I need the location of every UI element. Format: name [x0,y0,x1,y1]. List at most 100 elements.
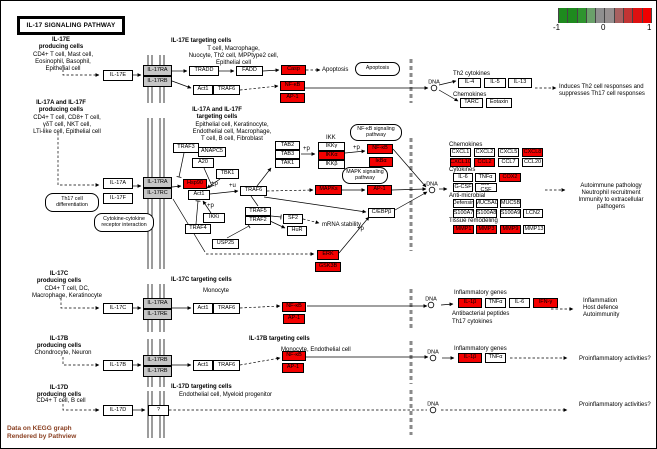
node-traf6[interactable]: TRAF6 [240,186,267,196]
node-g-csf[interactable]: G-CSF [453,183,473,192]
node-cox2[interactable]: COX2 [499,173,521,182]
node-il-17re[interactable]: IL-17RE [143,309,172,320]
node-th17-cell-differentiation[interactable]: Th17 cell differentiation [45,193,99,212]
node-il-17rc[interactable]: IL-17RC [143,188,172,199]
node-usp25[interactable]: USP25 [212,239,239,249]
node-il-17c[interactable]: IL-17C [103,303,133,314]
node-defensin[interactable]: Defensin [453,199,474,208]
pathway-title: IL-17 SIGNALING PATHWAY [19,18,123,33]
node-il-17d[interactable]: IL-17D [103,405,133,416]
node-il-17ra[interactable]: IL-17RA [143,298,172,309]
node-il-17rb[interactable]: IL-17RB [143,76,172,87]
node-il-1[interactable]: IL-1β [458,298,482,308]
node-nf-b-signaling-pathway[interactable]: NF-κB signaling pathway [350,124,402,141]
node-tnf[interactable]: TNFα [485,298,506,308]
node-il-1[interactable]: IL-1β [458,353,482,363]
node-cxcl5[interactable]: CXCL5 [498,148,519,157]
node-traf6[interactable]: TRAF6 [213,85,240,95]
node-ap-1[interactable]: AP-1 [283,314,305,324]
node-il-17rb[interactable]: IL-17RB [143,366,172,377]
node-gsk3b[interactable]: GSK3B [315,262,341,272]
node-ccl2[interactable]: CCL2 [474,158,495,167]
node-s100a7[interactable]: S100A7 [453,209,474,218]
node-ap-1[interactable]: AP-1 [282,363,304,373]
node-tarc[interactable]: TARC [460,98,483,108]
node-cxcl8[interactable]: CXCL8 [522,148,543,157]
node-cytokine-cytokine-receptor-interaction[interactable]: Cytokine-cytokine receptor interaction [94,213,154,232]
node-s100a9[interactable]: S100A9 [500,209,521,218]
node-mapk-signaling-pathway[interactable]: MAPK signaling pathway [342,167,388,184]
node-tak1[interactable]: TAK1 [275,159,300,168]
node-traf4[interactable]: TRAF4 [185,224,211,234]
node-ikki[interactable]: IKKi [203,213,225,223]
node-nf-b[interactable]: NF-κB [367,144,393,154]
legend-segment [642,8,652,23]
node-traf6[interactable]: TRAF6 [213,303,240,314]
node-hsp90[interactable]: Hsp90 [183,179,207,189]
node-il-4[interactable]: IL-4 [458,78,481,88]
node-il-13[interactable]: IL-13 [508,78,532,88]
node-c-ebp[interactable]: C/EBPβ [368,208,395,218]
node-ikk[interactable]: IKKα [318,151,345,160]
node-casp[interactable]: Casp [281,65,306,75]
node-act1[interactable]: Act1 [188,190,210,200]
node-il-17ra[interactable]: IL-17RA [143,177,172,188]
node-apoptosis[interactable]: Apoptosis [355,62,400,76]
node-il-5[interactable]: IL-5 [484,78,506,88]
node-ikk[interactable]: IKKγ [318,142,345,151]
node-gm-csf[interactable]: GM-CSF [475,183,497,192]
node-il-17ra[interactable]: IL-17RA [143,65,172,76]
node-il-17f[interactable]: IL-17F [103,193,133,204]
node-fadd[interactable]: FADD [236,66,263,76]
node-ccl7[interactable]: CCL7 [498,158,519,167]
node-tbk1[interactable]: TBK1 [216,169,239,179]
node-lcn2[interactable]: LCN2 [523,209,543,218]
node-sf2[interactable]: SF2 [283,214,303,224]
node-mapks[interactable]: MAPKs [315,185,342,195]
node-cxcl2[interactable]: CXCL2 [474,148,495,157]
node-tnf[interactable]: TNFα [475,173,496,182]
node-ap-1[interactable]: AP-1 [367,185,392,195]
node-erk[interactable]: ERK [317,250,339,260]
node-traf2[interactable]: TRAF2 [245,216,271,225]
node-il-6[interactable]: IL-6 [453,173,473,182]
node-ikk[interactable]: IKKβ [318,160,345,169]
node-il-6[interactable]: IL-6 [509,298,530,308]
legend-segment [586,8,597,23]
node-box[interactable]: ? [148,405,169,416]
node-ap-1[interactable]: AP-1 [280,93,305,103]
node-muc5b[interactable]: MUC5B [500,199,521,208]
node-act1[interactable]: Act1 [193,360,213,371]
node-mmp1[interactable]: MMP1 [453,225,474,234]
node-anapc5[interactable]: ANAPC5 [198,147,226,157]
node-traf3[interactable]: TRAF3 [173,143,199,153]
node-tab2[interactable]: TAB2 [275,141,300,150]
node-tab3[interactable]: TAB3 [275,150,300,159]
node-a20[interactable]: A20 [192,158,214,168]
node-muc5ac[interactable]: MUC5AC [476,199,498,208]
node-act1[interactable]: Act1 [193,303,213,314]
node-traf6[interactable]: TRAF6 [213,360,240,371]
node-tnf[interactable]: TNFα [485,353,506,363]
node-il-17a[interactable]: IL-17A [103,178,133,189]
node-ccl20[interactable]: CCL20 [522,158,543,167]
node-act1[interactable]: Act1 [193,85,213,95]
node-il-17b[interactable]: IL-17B [103,360,133,371]
node-nf-b[interactable]: NF-κB [282,351,306,361]
node-traf5[interactable]: TRAF5 [245,207,271,216]
node-mmp13[interactable]: MMP13 [523,225,545,234]
node-ifn[interactable]: IFN-γ [533,298,558,308]
node-il-17rb[interactable]: IL-17RB [143,355,172,366]
node-nf-b[interactable]: NF-κB [282,302,306,312]
node-mmp9[interactable]: MMP9 [500,225,521,234]
node-nf-b[interactable]: NF-κB [280,81,305,91]
node-cxcl10[interactable]: CXCL10 [450,158,471,167]
node-hur[interactable]: HuR [287,226,307,236]
node-il-17e[interactable]: IL-17E [103,70,133,81]
node-cxcl1[interactable]: CXCL1 [450,148,471,157]
node-mmp3[interactable]: MMP3 [476,225,497,234]
node-tradd[interactable]: TRADD [189,66,219,76]
node-eotaxin[interactable]: Eotaxin [486,98,512,108]
node-i-b[interactable]: IκBα [369,157,393,167]
node-s100a8[interactable]: S100A8 [476,209,497,218]
